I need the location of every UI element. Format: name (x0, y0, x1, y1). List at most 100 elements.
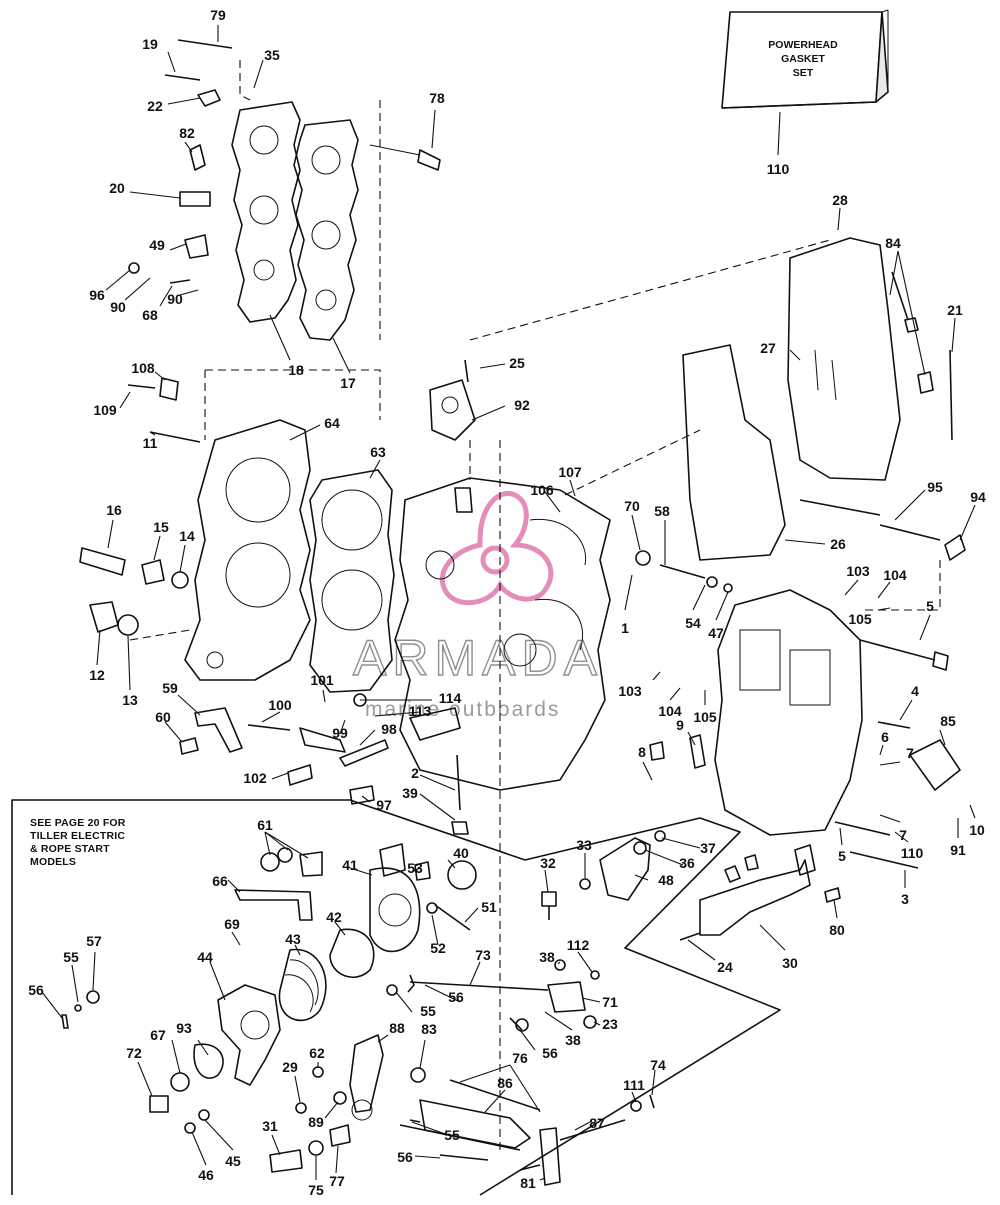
callout-label: 71 (602, 994, 618, 1010)
callout-label: 18 (288, 362, 304, 378)
callout-label: 13 (122, 692, 138, 708)
callout-label: 3 (901, 891, 909, 907)
callout-label: 45 (225, 1153, 241, 1169)
callout-label: 80 (829, 922, 845, 938)
callout-label: 10 (969, 822, 985, 838)
callout-label: 42 (326, 909, 342, 925)
callout-label: 70 (624, 498, 640, 514)
callout-label: 69 (224, 916, 240, 932)
callout-label: 8 (638, 744, 646, 760)
callout-label: 33 (576, 837, 592, 853)
callout-label: 91 (950, 842, 966, 858)
callout-label: 98 (381, 721, 397, 737)
callout-label: 55 (444, 1127, 460, 1143)
callout-label: 48 (658, 872, 674, 888)
gasket-set-box: POWERHEAD GASKET SET (721, 9, 889, 109)
callout-label: 56 (448, 989, 464, 1005)
callout-label: 27 (760, 340, 776, 356)
callout-label: 89 (308, 1114, 324, 1130)
callout-label: 105 (693, 709, 717, 725)
exhaust-plate-17 (293, 119, 359, 341)
callout-label: 43 (285, 931, 301, 947)
callout-label: 100 (268, 697, 292, 713)
callout-label: 1 (621, 620, 629, 636)
callout-label: 60 (155, 709, 171, 725)
callout-label: 54 (685, 615, 701, 631)
callout-label: 29 (282, 1059, 298, 1075)
callout-label: 101 (310, 672, 334, 688)
callout-label: 78 (429, 90, 445, 106)
top-left-hardware (128, 39, 441, 284)
watermark: ARMADA marine outboards (352, 491, 598, 721)
callout-label: 67 (150, 1027, 166, 1043)
callout-label: 81 (520, 1175, 536, 1191)
callout-label: 24 (717, 959, 733, 975)
callout-label: 106 (530, 482, 554, 498)
callout-label: 51 (481, 899, 497, 915)
callout-label: 96 (89, 287, 105, 303)
callout-label: 12 (89, 667, 105, 683)
callout-label: 64 (324, 415, 340, 431)
callout-label: 94 (970, 489, 986, 505)
callout-label: 30 (782, 955, 798, 971)
callout-label: 58 (654, 503, 670, 519)
crankcase-cover-27 (787, 237, 901, 481)
lifting-eye-92 (429, 359, 476, 441)
callout-label: 14 (179, 528, 195, 544)
callout-label: 102 (243, 770, 267, 786)
callout-label: 59 (162, 680, 178, 696)
callout-label: 84 (885, 235, 901, 251)
callout-label: 110 (901, 845, 924, 861)
callout-label: 25 (509, 355, 525, 371)
callout-label: 90 (167, 291, 183, 307)
callout-label: 88 (389, 1020, 405, 1036)
callout-label: 53 (407, 860, 423, 876)
callout-label: 28 (832, 192, 848, 208)
note-line: TILLER ELECTRIC (30, 830, 126, 842)
callout-label: 4 (911, 683, 919, 699)
linkage-section-frame (11, 799, 781, 1196)
callout-label: 63 (370, 444, 386, 460)
callout-label: 7 (899, 827, 907, 843)
callout-label: 15 (153, 519, 169, 535)
callout-label: 19 (142, 36, 158, 52)
callout-label: 75 (308, 1182, 324, 1198)
callout-label: 31 (262, 1118, 278, 1134)
callout-label: 107 (558, 464, 582, 480)
callout-label: 41 (342, 857, 358, 873)
crankcase (714, 589, 863, 836)
callout-label: 56 (397, 1149, 413, 1165)
callout-label: 86 (497, 1075, 513, 1091)
callout-label: 56 (542, 1045, 558, 1061)
callout-label: 82 (179, 125, 195, 141)
callout-label: 32 (540, 855, 556, 871)
callout-label: 55 (420, 1003, 436, 1019)
callout-label: 103 (846, 563, 870, 579)
callout-label: 113 (409, 703, 432, 719)
callout-label: 47 (708, 625, 724, 641)
callout-label: 49 (149, 237, 165, 253)
gasket-box-line: SET (793, 67, 814, 79)
callout-label: 103 (618, 683, 642, 699)
cylinder-block (353, 477, 611, 835)
callout-label: 21 (947, 302, 963, 318)
callout-label: 5 (926, 598, 934, 614)
callout-label: 36 (679, 855, 695, 871)
callout-label: 77 (329, 1173, 345, 1189)
note-line: & ROPE START (30, 843, 110, 855)
callout-label: 108 (131, 360, 155, 376)
watermark-subtitle: marine outboards (365, 698, 560, 721)
callout-label: 38 (565, 1032, 581, 1048)
callout-label: 110 (767, 161, 790, 177)
callout-label: 83 (421, 1021, 437, 1037)
callout-label: 66 (212, 873, 228, 889)
callout-label: 2 (411, 765, 419, 781)
callout-label: 97 (376, 797, 392, 813)
callout-label: 57 (86, 933, 102, 949)
note-line: SEE PAGE 20 FOR (30, 817, 126, 829)
callout-label: 109 (93, 402, 117, 418)
callout-label: 62 (309, 1045, 325, 1061)
callout-label: 56 (28, 982, 44, 998)
callout-label: 68 (142, 307, 158, 323)
callout-label: 104 (658, 703, 682, 719)
